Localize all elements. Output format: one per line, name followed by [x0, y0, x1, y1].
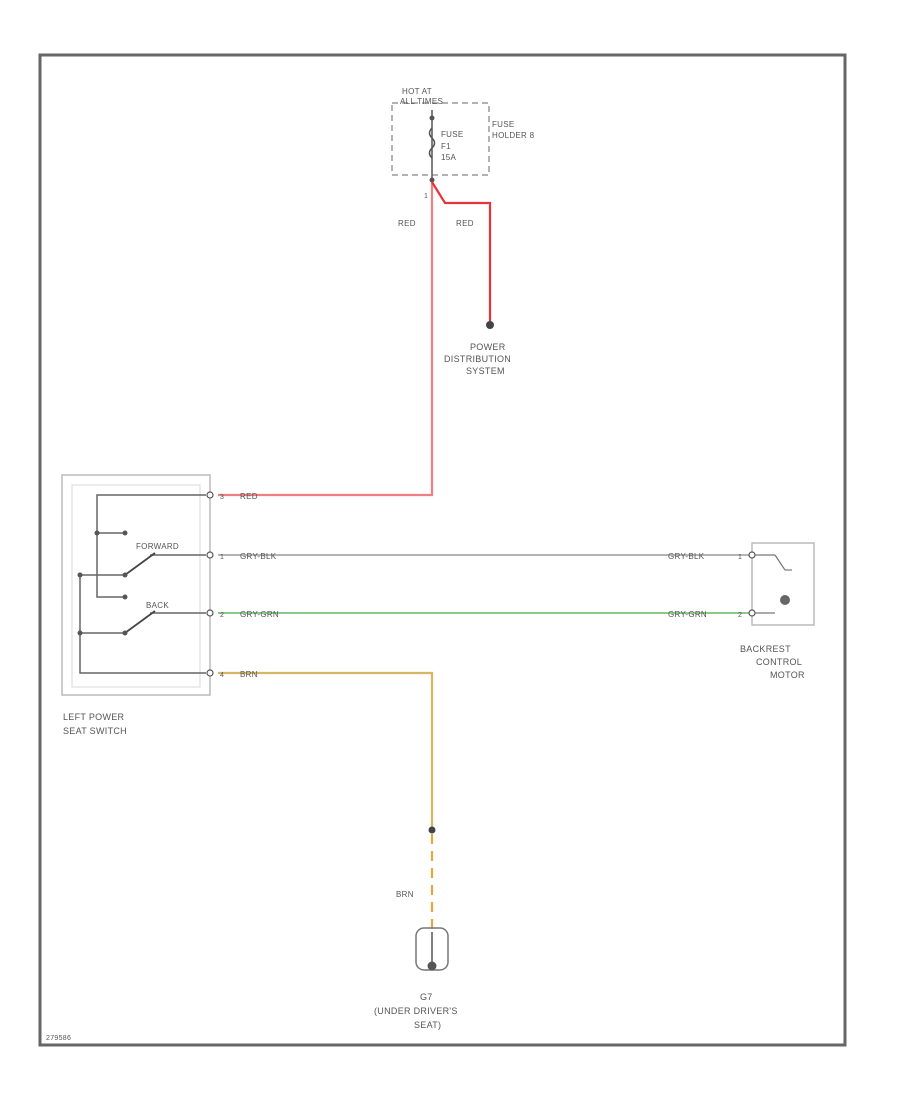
- backrest-control-motor: 1 2 BACKREST CONTROL MOTOR: [738, 542, 815, 680]
- back-switch-blade: [124, 610, 156, 634]
- switch-internal-a: [96, 494, 206, 598]
- motor-wire-label-grn-gry: GRY-GRN: [668, 610, 707, 619]
- ground-terminal: [427, 961, 437, 971]
- fuse-zigzag: [428, 127, 436, 159]
- motor-symbol: [780, 595, 790, 605]
- hot-at-label-2: ALL TIMES: [400, 97, 443, 106]
- motor-pin-number-1: 1: [738, 554, 742, 561]
- hot-at-label-1: HOT AT: [402, 87, 432, 96]
- motor-label-3: MOTOR: [770, 670, 805, 680]
- wire-brn: [218, 671, 434, 828]
- power-distribution-label-3: SYSTEM: [466, 366, 505, 376]
- switch-pin-number-3: 2: [220, 612, 224, 619]
- switch-contact-2: [122, 530, 128, 536]
- switch-pin-brn: [206, 669, 214, 677]
- splice-terminal: [428, 826, 436, 834]
- switch-contact-1: [94, 530, 100, 536]
- switch-contact-4: [122, 594, 128, 600]
- switch-pin-number-2: 1: [220, 554, 224, 561]
- fuse-top-terminal: [429, 115, 435, 121]
- switch-wire-label-brn: BRN: [240, 670, 258, 679]
- motor-label-1: BACKREST: [740, 644, 791, 654]
- motor-pin-2: [748, 609, 756, 617]
- wire-red-main: [218, 182, 434, 497]
- fuse-pin-bottom: 1: [424, 193, 428, 200]
- switch-contact-6: [77, 572, 83, 578]
- fuse-holder-box: [391, 102, 490, 176]
- switch-pin-number-1: 3: [220, 494, 224, 501]
- fuse-label-1: FUSE: [441, 130, 464, 139]
- ground-label-3: SEAT): [414, 1020, 441, 1030]
- switch-contact-7: [77, 630, 83, 636]
- diagram-frame: [38, 53, 847, 1047]
- ground-g7: BRN G7 (UNDER DRIVER'S SEAT): [374, 890, 458, 1030]
- fuse-holder: HOT AT ALL TIMES FUSE F1 15A FUSE HOLDER…: [391, 87, 535, 200]
- motor-label-2: CONTROL: [756, 657, 802, 667]
- ground-label-1: G7: [420, 992, 433, 1002]
- motor-housing: [751, 542, 815, 626]
- switch-contact-3: [122, 572, 128, 578]
- wire-red-branch: [431, 181, 492, 322]
- forward-label: FORWARD: [136, 542, 179, 551]
- fuse-holder-label-1: FUSE: [492, 120, 515, 129]
- motor-internal-2: [774, 554, 786, 571]
- back-label: BACK: [146, 601, 169, 610]
- power-distribution-label-2: DISTRIBUTION: [444, 354, 511, 364]
- switch-label-2: SEAT SWITCH: [63, 726, 127, 736]
- diagram-code: 279586: [46, 1035, 71, 1042]
- switch-wire-label-grn-gry: GRY-GRN: [240, 610, 279, 619]
- left-power-seat-switch: FORWARD BACK 3 1 2 4 LEFT POWER SEAT SWI…: [61, 474, 224, 736]
- wire-label-red-left: RED: [398, 219, 416, 228]
- motor-pin-number-2: 2: [738, 612, 742, 619]
- power-distribution-terminal: [486, 321, 494, 329]
- fuse-holder-label-2: HOLDER 8: [492, 131, 535, 140]
- switch-pin-red: [206, 491, 214, 499]
- power-distribution-label-1: POWER: [470, 342, 506, 352]
- switch-pin-number-4: 4: [220, 672, 224, 679]
- fuse-label-2: F1: [441, 142, 451, 151]
- switch-wire-label-gry-blk: GRY-BLK: [240, 552, 277, 561]
- forward-switch-blade: [124, 552, 156, 576]
- switch-internal-d: [79, 574, 206, 674]
- switch-wire-label-red: RED: [240, 492, 258, 501]
- switch-label-1: LEFT POWER: [63, 712, 125, 722]
- ground-label-2: (UNDER DRIVER'S: [374, 1006, 458, 1016]
- ground-wire-label: BRN: [396, 890, 414, 899]
- fuse-label-3: 15A: [441, 153, 456, 162]
- wire-label-red-right: RED: [456, 219, 474, 228]
- motor-pin-1: [748, 551, 756, 559]
- switch-pin-gry-blk: [206, 551, 214, 559]
- switch-pin-grn-gry: [206, 609, 214, 617]
- switch-contact-5: [122, 630, 128, 636]
- switch-housing: [61, 474, 211, 696]
- motor-wire-label-gry-blk: GRY-BLK: [668, 552, 705, 561]
- switch-inner: [71, 484, 201, 688]
- fuse-bottom-terminal: [429, 177, 435, 183]
